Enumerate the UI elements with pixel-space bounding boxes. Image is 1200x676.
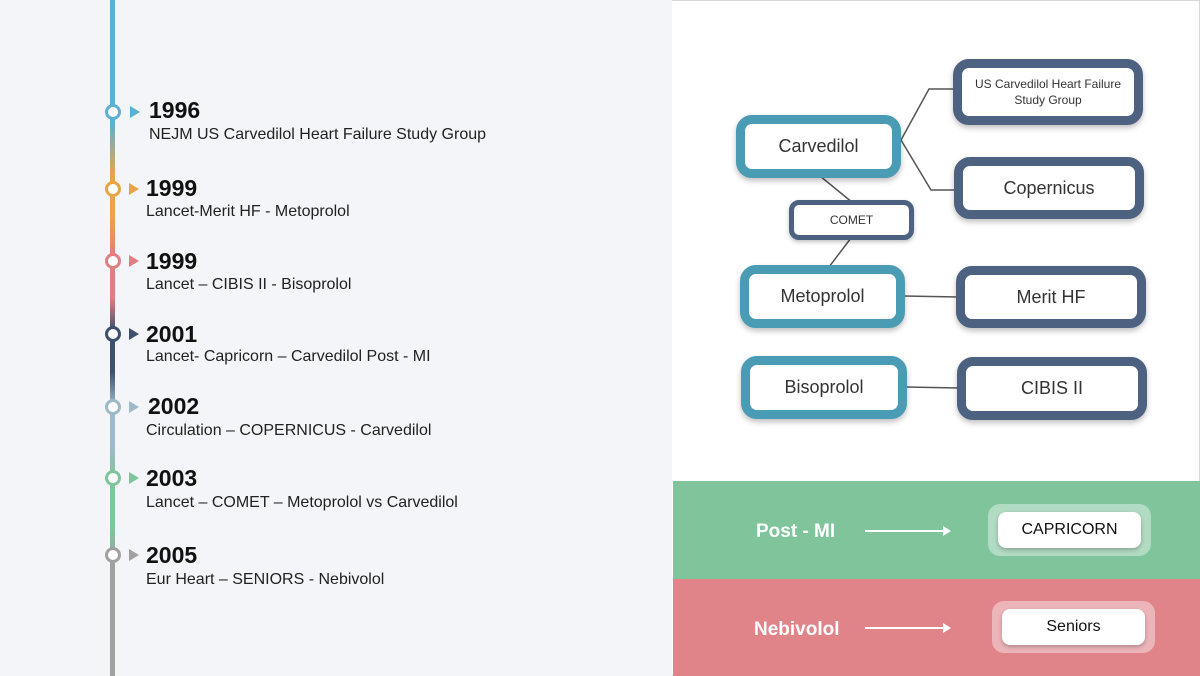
timeline-dot: [105, 104, 121, 120]
carvedilol-node: Carvedilol: [736, 115, 901, 178]
bisoprolol-node: Bisoprolol: [741, 356, 907, 419]
timeline-arrow-icon: [129, 328, 139, 340]
timeline-year: 2001: [146, 321, 198, 347]
timeline-desc: Circulation – COPERNICUS - Carvedilol: [146, 422, 432, 439]
timeline-year: 2003: [146, 465, 198, 491]
timeline-desc: Lancet – COMET – Metoprolol vs Carvedilo…: [146, 494, 458, 511]
timeline-dot: [105, 399, 121, 415]
connector-carvedilol-us-study: [900, 88, 955, 141]
copernicus-node: Copernicus: [954, 157, 1144, 219]
node-label: Metoprolol: [780, 286, 865, 306]
metoprolol-node: Metoprolol: [740, 265, 905, 328]
seniors-box-outer: Seniors: [992, 601, 1155, 653]
comet-node: COMET: [789, 200, 914, 240]
right-arrow-icon: [865, 526, 951, 536]
node-label: Carvedilol: [778, 136, 859, 156]
timeline-desc: Eur Heart – SENIORS - Nebivolol: [146, 571, 385, 588]
timeline-year: 1996: [149, 97, 201, 123]
nebivolol-label: Nebivolol: [754, 619, 840, 640]
nebivolol-band: Nebivolol Seniors: [673, 579, 1200, 676]
timeline-dot: [105, 470, 121, 486]
connector-carvedilol-copernicus: [900, 139, 956, 191]
node-label: CIBIS II: [1020, 378, 1083, 398]
timeline-arrow-icon: [129, 472, 139, 484]
node-label: US Carvedilol Heart Failure Study Group: [974, 77, 1122, 107]
timeline-desc: Lancet-Merit HF - Metoprolol: [146, 203, 350, 220]
timeline-arrow-icon: [129, 549, 139, 561]
timeline-year: 1999: [146, 248, 198, 274]
connector-metoprolol-merit: [903, 295, 960, 298]
us-study-node: US Carvedilol Heart Failure Study Group: [953, 59, 1143, 125]
diagram-connectors: [819, 88, 960, 389]
timeline-year: 2005: [146, 542, 198, 568]
seniors-box: Seniors: [1002, 609, 1145, 645]
connector-comet-metoprolol: [828, 237, 852, 268]
timeline-panel: 1996 NEJM US Carvedilol Heart Failure St…: [0, 0, 672, 676]
node-label: Bisoprolol: [784, 377, 864, 397]
capricorn-box-outer: CAPRICORN: [988, 504, 1151, 556]
timeline-arrow-icon: [129, 401, 139, 413]
capricorn-box: CAPRICORN: [998, 512, 1141, 548]
timeline-dot: [105, 253, 121, 269]
right-arrow-icon: [865, 623, 951, 633]
node-label: COMET: [829, 213, 874, 227]
timeline-arrow-icon: [130, 106, 140, 118]
timeline-desc: Lancet – CIBIS II - Bisoprolol: [146, 276, 352, 293]
timeline-dot: [105, 547, 121, 563]
timeline-desc: NEJM US Carvedilol Heart Failure Study G…: [149, 126, 487, 143]
timeline-year: 2002: [148, 393, 200, 419]
connector-bisoprolol-cibis: [905, 386, 960, 389]
post-mi-label: Post - MI: [756, 521, 836, 542]
timeline-desc: Lancet- Capricorn – Carvedilol Post - MI: [146, 348, 431, 365]
connector-carvedilol-comet: [819, 175, 854, 204]
merit-hf-node: Merit HF: [956, 266, 1146, 328]
timeline-arrow-icon: [129, 255, 139, 267]
timeline-dot: [105, 181, 121, 197]
node-label: Merit HF: [1016, 286, 1086, 307]
post-mi-band: Post - MI CAPRICORN: [673, 481, 1200, 579]
timeline-dot: [105, 326, 121, 342]
timeline-year: 1999: [146, 175, 198, 201]
node-label: Copernicus: [1003, 177, 1095, 198]
timeline-arrow-icon: [129, 183, 139, 195]
cibis-ii-node: CIBIS II: [957, 357, 1147, 420]
